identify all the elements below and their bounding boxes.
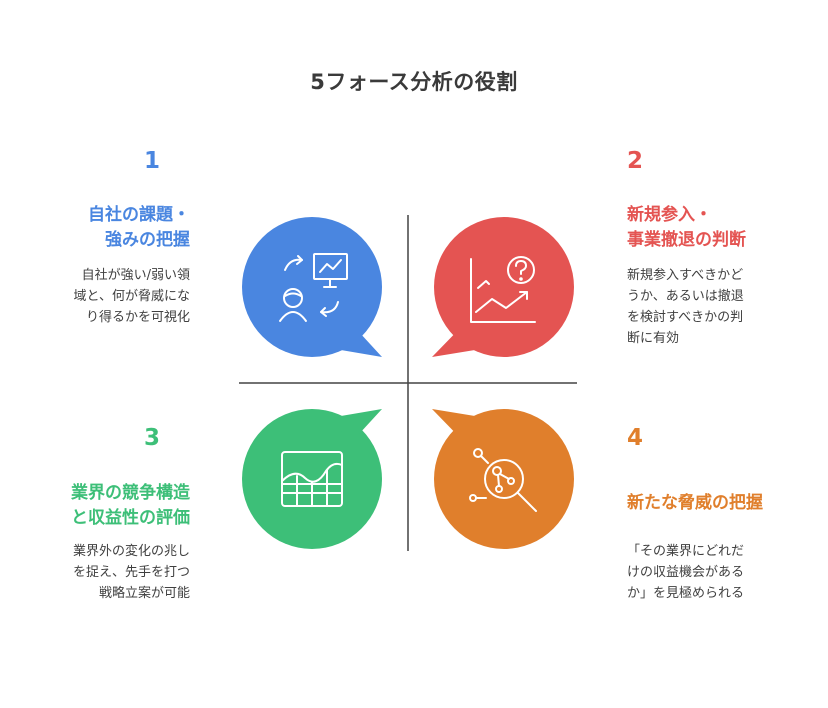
- quadrant-3-heading-line-1: 業界の競争構造: [71, 483, 190, 503]
- quadrant-1-heading-line-2: 強みの把握: [105, 230, 190, 250]
- magnify-network-icon: [469, 448, 537, 512]
- quadrant-2-description-line-4: 断に有効: [627, 331, 680, 346]
- area-chart-grid-icon: [281, 451, 343, 507]
- page-title: 5フォース分析の役割: [310, 70, 518, 94]
- quadrant-4-bubble: [432, 409, 574, 549]
- quadrant-2-description-line-2: うか、あるいは撤退: [627, 289, 744, 304]
- quadrant-2-description-line-3: を検討すべきかの判: [627, 310, 744, 325]
- quadrant-3-description-line-1: 業界外の変化の兆し: [72, 544, 190, 559]
- quadrant-3-description-line-3: 戦略立案が可能: [98, 586, 190, 601]
- quadrant-2-number: 2: [627, 148, 644, 174]
- quadrant-2-description: 新規参入すべきかど うか、あるいは撤退 を検討すべきかの判 断に有効: [627, 265, 777, 349]
- quadrant-4-heading-line-1: 新たな脅威の把握: [627, 493, 763, 513]
- quadrant-2-description-line-1: 新規参入すべきかど: [627, 268, 744, 283]
- quadrant-1-description: 自社が強い/弱い領 域と、何が脅威にな り得るかを可視化: [40, 265, 190, 328]
- quadrant-4-number: 4: [627, 425, 644, 451]
- quadrant-1-number: 1: [143, 148, 160, 174]
- quadrant-3-description-line-2: を捉え、先手を打つ: [72, 565, 190, 580]
- quadrant-4-description-line-3: か」を見極められる: [627, 586, 745, 601]
- question-growth-chart-icon: [470, 256, 536, 323]
- quadrant-2-heading-line-2: 事業撤退の判断: [627, 230, 746, 250]
- quadrant-3-number: 3: [143, 425, 160, 451]
- quadrant-3-description: 業界外の変化の兆し を捉え、先手を打つ 戦略立案が可能: [40, 541, 190, 604]
- quadrant-3-bubble: [242, 409, 382, 549]
- quadrant-1-heading-line-1: 自社の課題・: [88, 205, 190, 225]
- quadrant-1-description-line-3: り得るかを可視化: [85, 310, 190, 325]
- quadrant-2-heading: 新規参入・ 事業撤退の判断: [627, 203, 827, 253]
- quadrant-2-bubble: [432, 217, 574, 357]
- quadrant-1-description-line-2: 域と、何が脅威にな: [73, 289, 190, 304]
- quadrant-4-description-line-1: 「その業界にどれだ: [627, 544, 745, 559]
- quadrant-3-heading: 業界の競争構造 と収益性の評価: [0, 481, 190, 531]
- quadrant-4-heading: 新たな脅威の把握: [627, 491, 827, 516]
- quadrant-4-description-line-2: けの収益機会がある: [627, 565, 745, 580]
- quadrant-3-heading-line-2: と収益性の評価: [71, 508, 190, 528]
- strategy-presentation-icon: [279, 253, 348, 322]
- quadrant-1-bubble: [242, 217, 382, 357]
- quadrant-1-description-line-1: 自社が強い/弱い領: [81, 268, 190, 283]
- quadrant-1-heading: 自社の課題・ 強みの把握: [0, 203, 190, 253]
- quadrant-2-heading-line-1: 新規参入・: [627, 205, 712, 225]
- quadrant-4-description: 「その業界にどれだ けの収益機会がある か」を見極められる: [627, 541, 777, 604]
